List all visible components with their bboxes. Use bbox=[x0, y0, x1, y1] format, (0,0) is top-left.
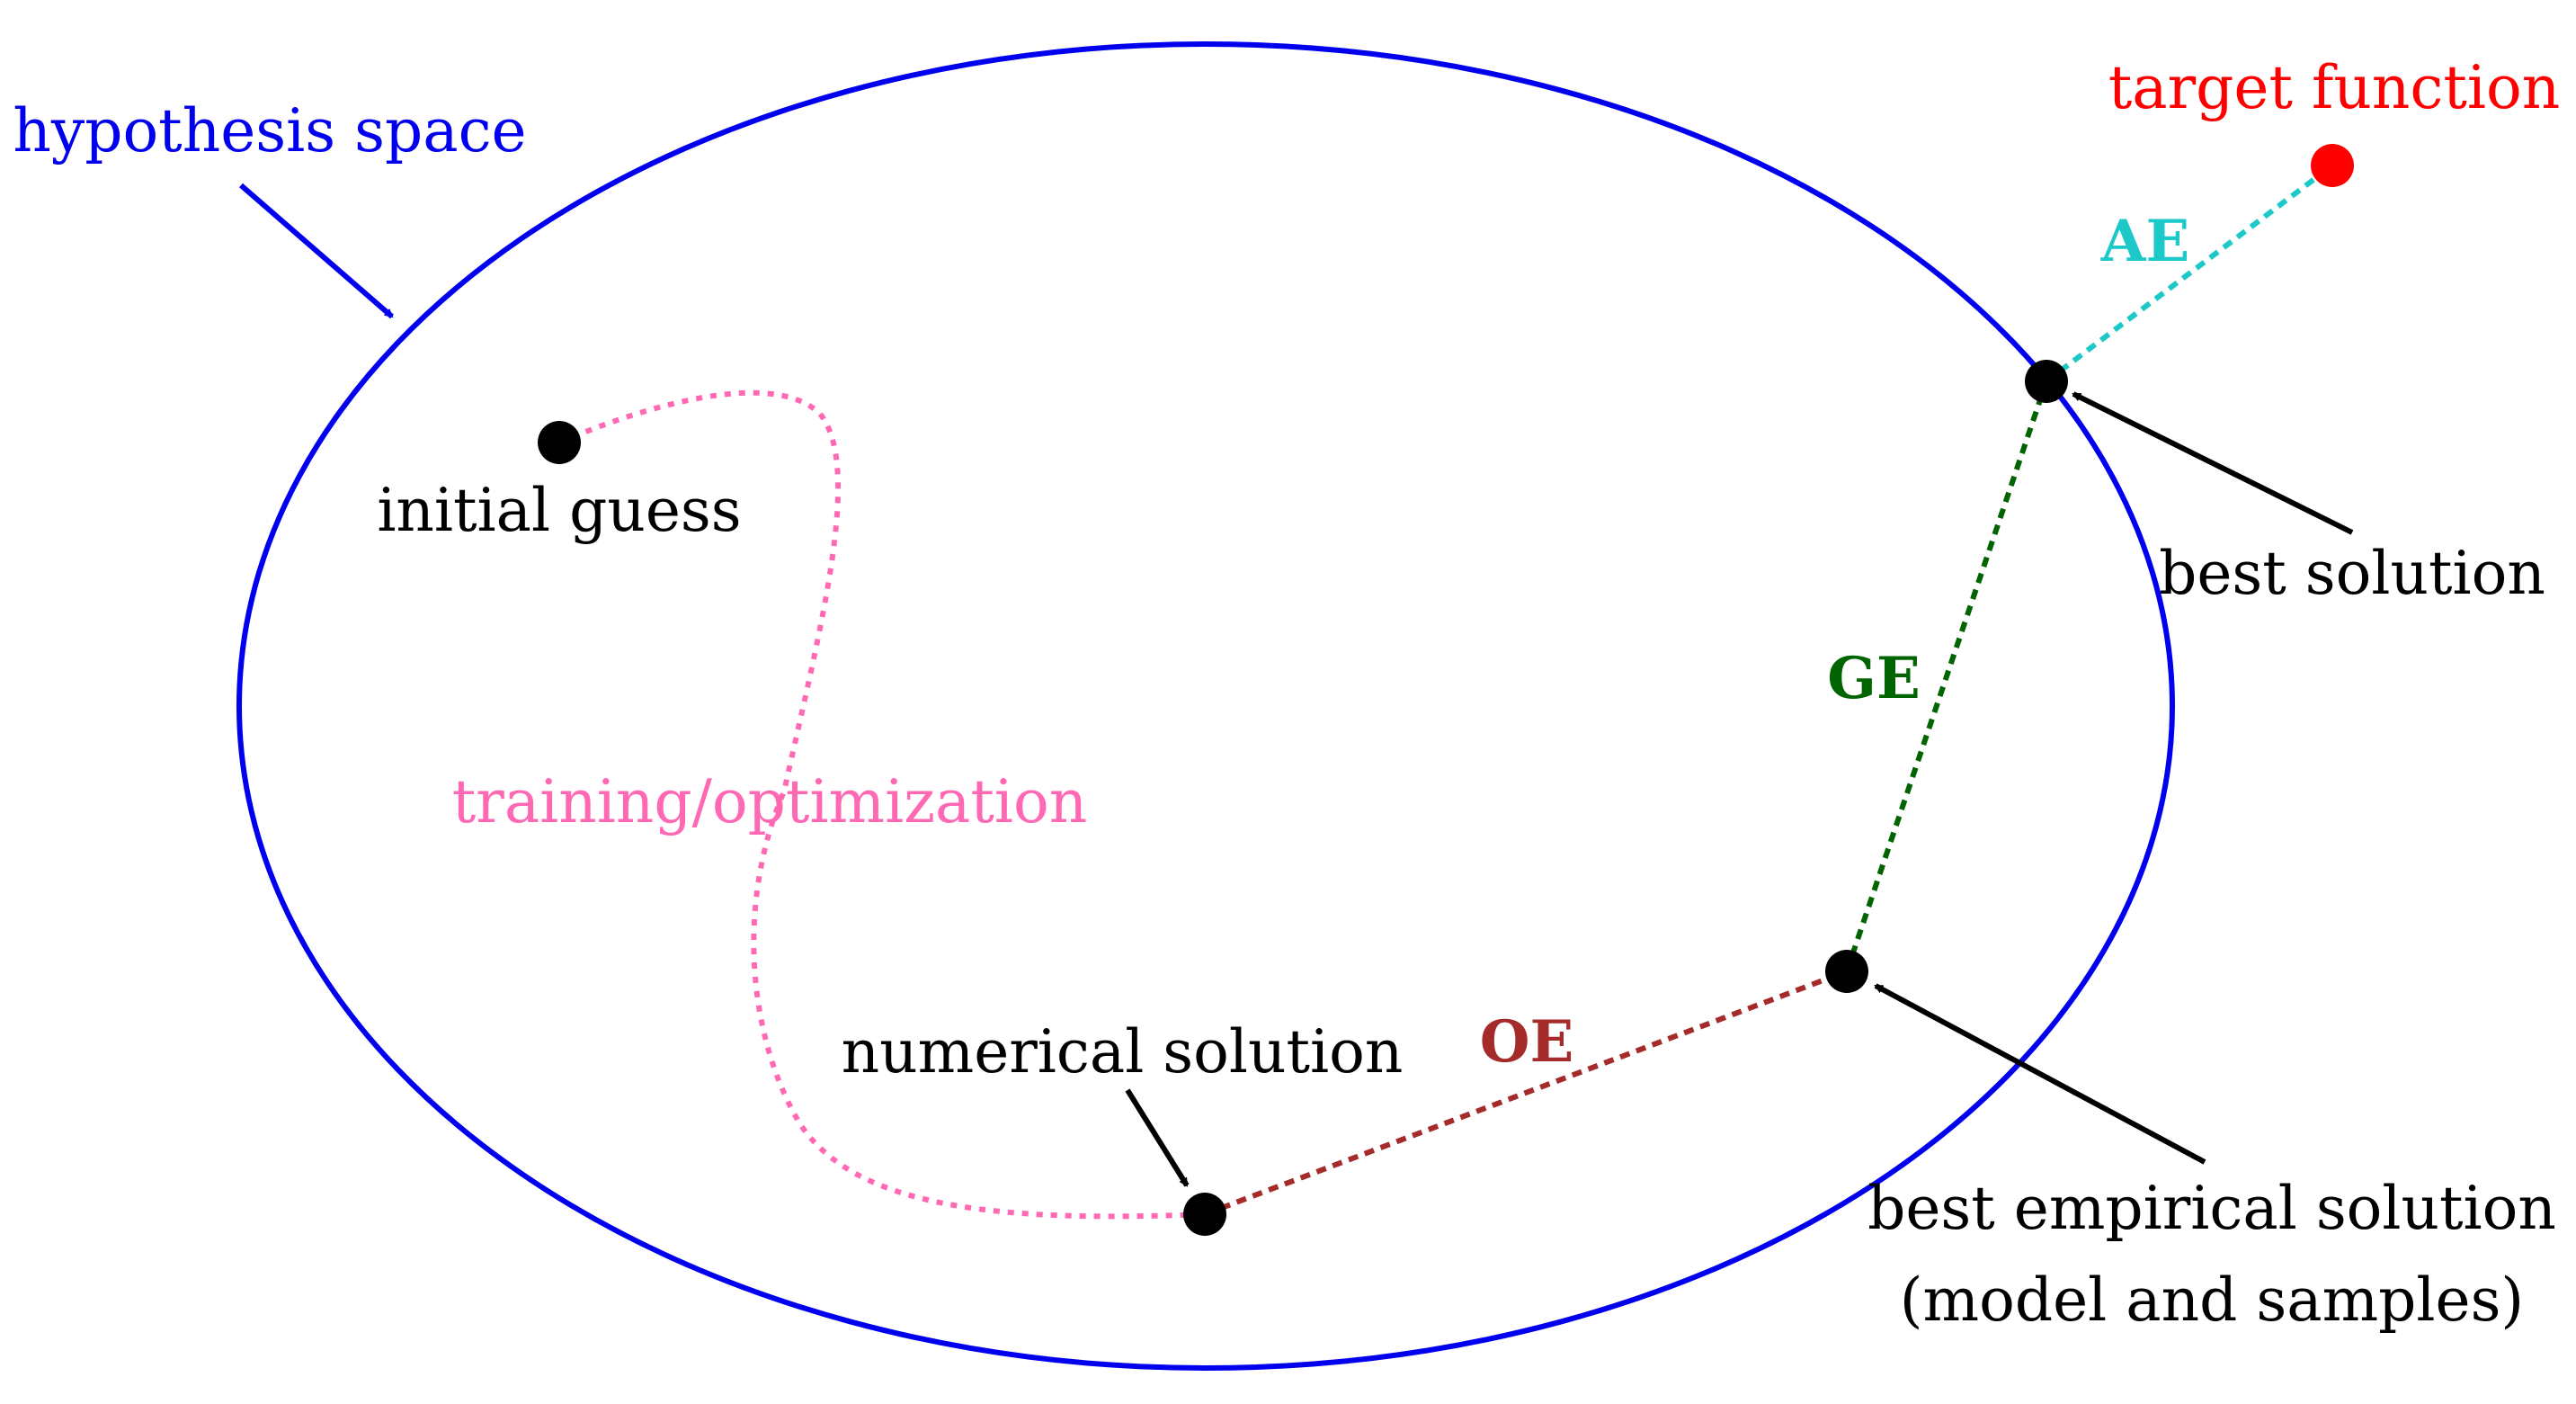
best-solution-point bbox=[2025, 360, 2068, 403]
hypothesis-space-ellipse bbox=[236, 41, 2175, 1371]
initial-guess-point bbox=[538, 421, 581, 464]
best-empirical-solution-label: best empirical solution bbox=[1867, 1174, 2556, 1243]
model-and-samples-label: (model and samples) bbox=[1900, 1265, 2524, 1335]
best-empirical-arrow bbox=[1874, 983, 2206, 1165]
ae-label: AE bbox=[2100, 208, 2189, 275]
ge-label: GE bbox=[1827, 645, 1920, 712]
training-path bbox=[557, 389, 1206, 1220]
best-empirical-solution-point bbox=[1825, 950, 1868, 993]
oe-line bbox=[1203, 969, 1849, 1217]
numerical-solution-label: numerical solution bbox=[842, 1017, 1404, 1087]
initial-guess-label: initial guess bbox=[377, 476, 741, 545]
target-function-point bbox=[2311, 144, 2354, 187]
ae-line bbox=[2045, 163, 2334, 384]
hypothesis-space-arrow bbox=[239, 183, 394, 319]
target-function-label: target function bbox=[2108, 53, 2561, 122]
oe-label: OE bbox=[1480, 1008, 1574, 1076]
best-solution-arrow bbox=[2072, 391, 2354, 535]
best-solution-label: best solution bbox=[2159, 539, 2545, 608]
training-label: training/optimization bbox=[452, 767, 1087, 836]
ge-line bbox=[1844, 380, 2049, 972]
numerical-solution-arrow bbox=[1125, 1088, 1190, 1187]
numerical-solution-point bbox=[1183, 1193, 1226, 1236]
hypothesis-space-label: hypothesis space bbox=[13, 96, 526, 165]
